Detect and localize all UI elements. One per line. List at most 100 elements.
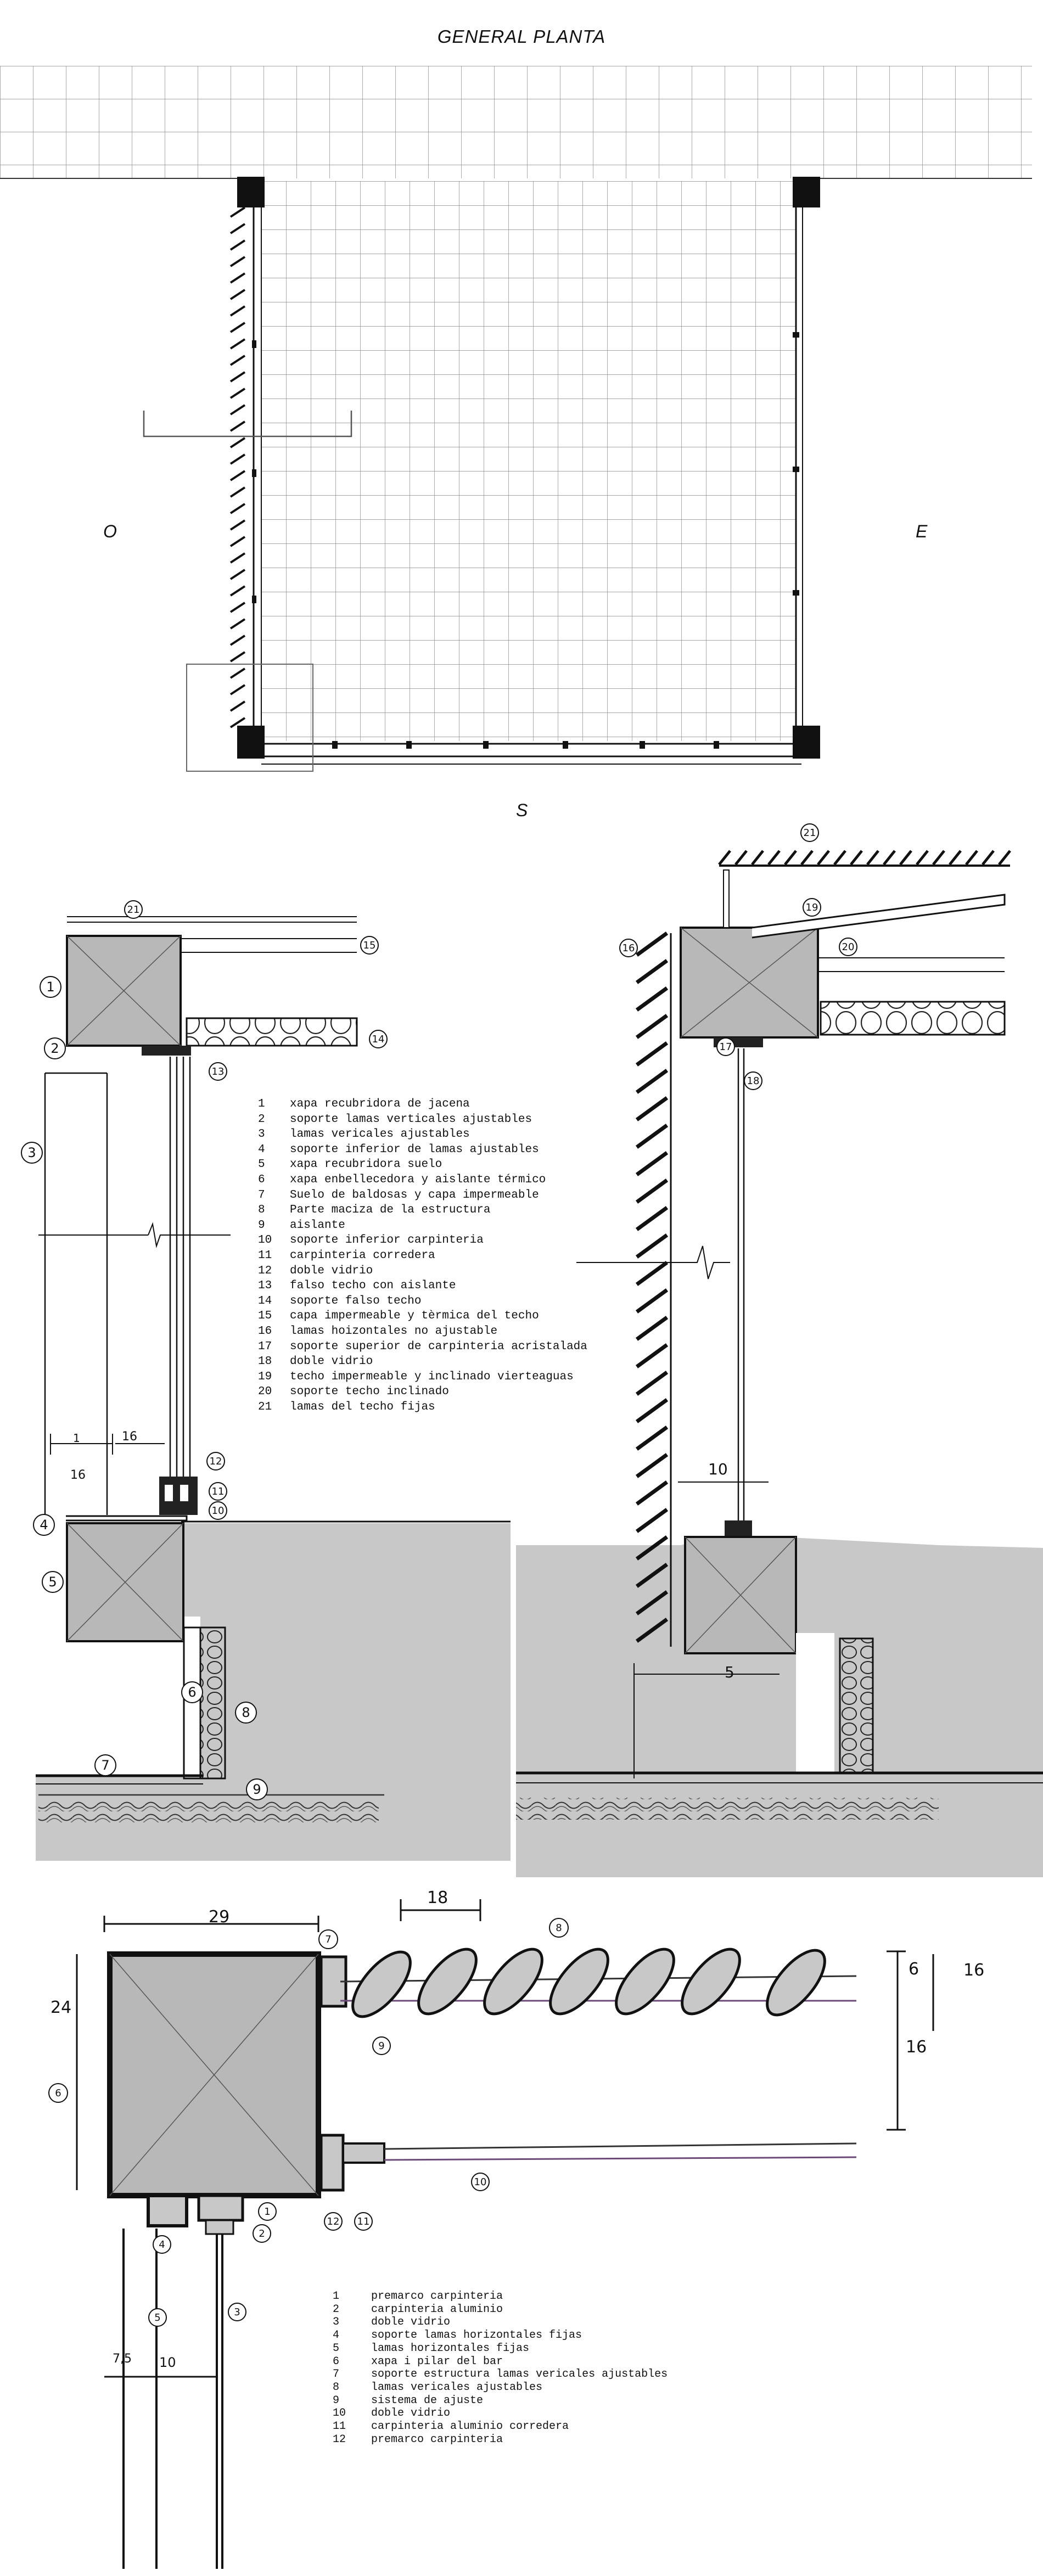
- callout-r19: 19: [803, 898, 821, 917]
- section-legend-number: 13: [258, 1279, 272, 1293]
- callout-8: 8: [235, 1702, 257, 1724]
- dim-6: 6: [909, 1960, 919, 1979]
- section-legend-number: 11: [258, 1249, 272, 1262]
- section-legend-number: 6: [258, 1173, 265, 1186]
- dim-16b: 16: [906, 2038, 927, 2057]
- section-legend-text: lamas del techo fijas: [290, 1400, 435, 1413]
- roof-louvres: [718, 850, 1011, 866]
- callout-2: 2: [44, 1037, 66, 1059]
- callout-d12: 12: [324, 2212, 343, 2231]
- section-legend-text: xapa enbellecedora y aislante térmico: [290, 1173, 546, 1186]
- dim-left-1: 1: [73, 1432, 80, 1445]
- callout-13: 13: [209, 1062, 227, 1081]
- dim-24: 24: [51, 1998, 72, 2017]
- section-legend-text: soporte superior de carpinteria acristal…: [290, 1340, 587, 1353]
- section-legend-text: falso techo con aislante: [290, 1279, 456, 1293]
- section-legend-number: 18: [258, 1355, 272, 1368]
- callout-r16: 16: [619, 939, 638, 957]
- callout-10: 10: [209, 1501, 227, 1520]
- section-legend-text: lamas vericales ajustables: [290, 1128, 470, 1141]
- detail-legend-text: soporte lamas horizontales fijas: [371, 2329, 582, 2342]
- callout-d8: 8: [549, 1918, 569, 1938]
- callout-d1: 1: [258, 2202, 277, 2221]
- section-legend-number: 3: [258, 1128, 265, 1141]
- facade-louvres: [635, 931, 669, 1643]
- callout-d5: 5: [148, 2308, 167, 2327]
- section-legend-row: 18 doble vidrio: [258, 1354, 587, 1370]
- callout-d2: 2: [253, 2224, 271, 2243]
- callout-1: 1: [40, 976, 61, 998]
- section-legend-text: soporte techo inclinado: [290, 1385, 449, 1399]
- section-legend-number: 2: [258, 1113, 265, 1126]
- section-legend-row: 3 lamas vericales ajustables: [258, 1127, 587, 1142]
- room-walls: [253, 181, 803, 765]
- detail-louvres: [351, 1948, 826, 2018]
- dim-left-16b: 16: [70, 1468, 86, 1482]
- west-label: O: [103, 521, 117, 541]
- west-louvres: [229, 206, 246, 728]
- detail-legend-text: carpinteria aluminio: [371, 2303, 503, 2316]
- detail-legend-text: lamas horizontales fijas: [371, 2342, 530, 2355]
- section-legend-text: Suelo de baldosas y capa impermeable: [290, 1188, 539, 1202]
- detail-legend-text: lamas vericales ajustables: [371, 2381, 543, 2394]
- detail-legend-text: doble vidrio: [371, 2316, 451, 2329]
- callout-4: 4: [33, 1514, 55, 1536]
- section-legend-text: aislante: [290, 1219, 345, 1232]
- plan-mullions: [252, 332, 799, 749]
- dim-29: 29: [209, 1907, 230, 1927]
- dim-10: 10: [159, 2355, 176, 2370]
- detail-dimensions: [76, 1899, 934, 2378]
- callout-r21: 21: [800, 823, 819, 842]
- detail-legend-text: sistema de ajuste: [371, 2394, 484, 2407]
- section-legend-row: 2 soporte lamas verticales ajustables: [258, 1112, 587, 1127]
- callout-d10: 10: [471, 2173, 490, 2191]
- callout-5: 5: [42, 1571, 64, 1593]
- callout-r17: 17: [716, 1037, 735, 1056]
- callout-d6: 6: [48, 2083, 68, 2103]
- left-section: [36, 916, 511, 1861]
- section-legend-number: 1: [258, 1098, 265, 1110]
- section-dimensions: [50, 1434, 780, 1778]
- section-legend-number: 16: [258, 1325, 272, 1338]
- section-legend-text: soporte lamas verticales ajustables: [290, 1113, 532, 1126]
- callout-6: 6: [181, 1681, 203, 1703]
- detail-legend-number: 6: [333, 2355, 340, 2368]
- section-legend-number: 4: [258, 1143, 265, 1156]
- callout-14: 14: [369, 1030, 388, 1048]
- south-label: S: [516, 800, 528, 820]
- detail-legend-number: 8: [333, 2381, 340, 2394]
- section-legend-text: carpinteria corredera: [290, 1249, 435, 1262]
- section-legend-row: 13 falso techo con aislante: [258, 1278, 587, 1294]
- plan-columns: [237, 177, 820, 759]
- detail-legend-number: 2: [333, 2303, 340, 2316]
- callout-d11: 11: [354, 2212, 373, 2231]
- detail-legend-number: 7: [333, 2368, 340, 2381]
- callout-d7: 7: [318, 1929, 338, 1949]
- dim-7-5: 7,5: [113, 2352, 132, 2366]
- callout-15: 15: [360, 936, 379, 955]
- detail-legend-text: carpinteria aluminio corredera: [371, 2420, 569, 2433]
- callout-21: 21: [124, 900, 143, 919]
- section-legend-text: doble vidrio: [290, 1355, 373, 1368]
- dim-right-5: 5: [725, 1663, 734, 1681]
- detail-legend-text: premarco carpinteria: [371, 2433, 503, 2446]
